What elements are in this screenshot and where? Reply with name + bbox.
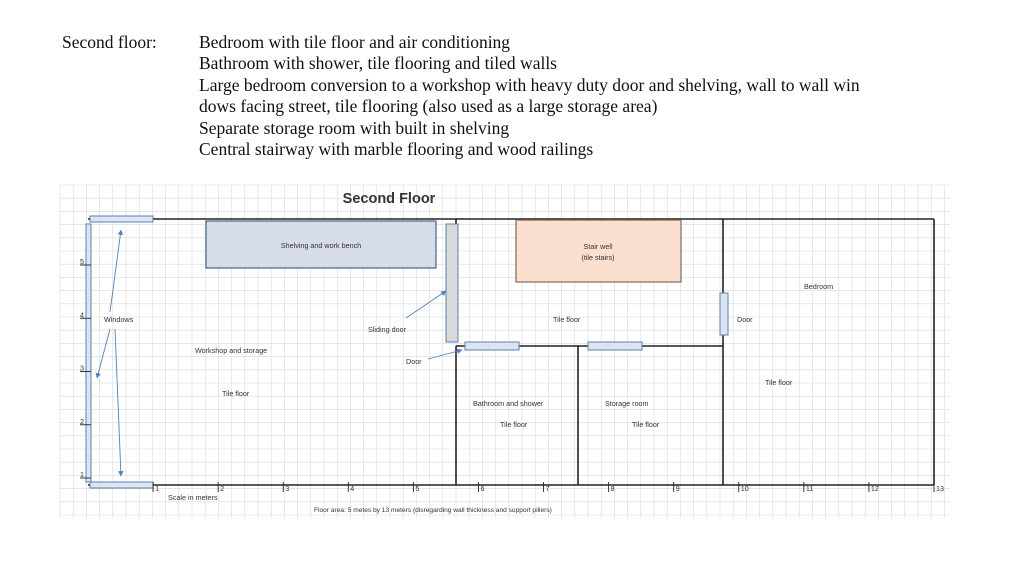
arrow-windows-top (109, 229, 124, 313)
scale-label: Scale in meters (168, 493, 218, 502)
x-tick-label: 1 (155, 484, 159, 493)
description-line-bedroom: Bedroom with tile floor and air conditio… (199, 32, 511, 52)
workshop-floor-label: Tile floor (222, 389, 250, 398)
shelving-label: Shelving and work bench (281, 241, 361, 250)
stairwell-label: Stair well (583, 242, 613, 251)
bedroom-label: Bedroom (804, 282, 833, 291)
x-tick-label: 12 (871, 484, 879, 493)
shelving-work-bench (205, 220, 437, 269)
y-tick-label: 1 (80, 470, 84, 479)
stairwell-sublabel: (tile stairs) (581, 253, 614, 262)
y-axis-ticks: 5 4 3 2 1 (80, 257, 91, 479)
storage-floor-label: Tile floor (632, 420, 660, 429)
windows-label: Windows (104, 315, 134, 324)
arrow-windows-left (95, 328, 111, 379)
description-label: Second floor: (62, 32, 157, 52)
description-line-storage: Separate storage room with built in shel… (199, 117, 510, 138)
window-top (89, 215, 154, 223)
plan-title: Second Floor (343, 191, 436, 207)
door-bathroom (464, 341, 520, 351)
y-tick-label: 5 (80, 257, 84, 266)
workshop-label: Workshop and storage (195, 346, 267, 355)
bathroom-label: Bathroom and shower (473, 399, 544, 408)
annotation-arrows (95, 229, 463, 477)
window-left-wall (85, 223, 92, 483)
arrow-windows-bottom (114, 328, 124, 477)
description-line-bathroom: Bathroom with shower, tile flooring and … (199, 53, 557, 74)
workshop-door-label: Door (406, 357, 422, 366)
door-bedroom (719, 292, 729, 336)
bathroom-floor-label: Tile floor (500, 420, 528, 429)
x-tick-label: 8 (611, 484, 615, 493)
description-lines: Bedroom with tile floor and air conditio… (199, 32, 939, 160)
storage-label: Storage room (605, 399, 649, 408)
plan-grid (59, 184, 950, 518)
x-tick-label: 13 (936, 484, 944, 493)
x-tick-label: 4 (350, 484, 354, 493)
bedroom-floor-label: Tile floor (765, 378, 793, 387)
x-tick-label: 11 (806, 484, 813, 493)
x-tick-label: 9 (676, 484, 680, 493)
stair-well (515, 219, 682, 283)
arrow-sliding-door (405, 290, 447, 319)
x-tick-label: 10 (741, 484, 749, 493)
hall-floor-label: Tile floor (553, 315, 581, 324)
window-bottom (89, 481, 154, 489)
description-line-workshop-cont: dows facing street, tile flooring (also … (199, 96, 658, 117)
floor-area-note: Floor area: 5 metes by 13 meters (disreg… (314, 507, 552, 514)
description-line-workshop: Large bedroom conversion to a workshop w… (199, 74, 860, 95)
x-tick-label: 6 (480, 484, 484, 493)
x-tick-label: 7 (546, 484, 550, 493)
door-storage (587, 341, 643, 351)
y-tick-label: 2 (80, 417, 84, 426)
sliding-door-label: Sliding door (368, 325, 407, 334)
x-tick-label: 2 (220, 484, 224, 493)
x-tick-label: 5 (415, 484, 419, 493)
description-line-stairway: Central stairway with marble flooring an… (199, 139, 594, 160)
arrow-workshop-door (427, 348, 463, 360)
bedroom-door-label: Door (737, 315, 753, 324)
x-tick-label: 3 (285, 484, 289, 493)
y-tick-label: 4 (80, 310, 84, 319)
sliding-door (445, 223, 459, 343)
y-tick-label: 3 (80, 364, 84, 373)
exterior-walls (88, 218, 935, 486)
